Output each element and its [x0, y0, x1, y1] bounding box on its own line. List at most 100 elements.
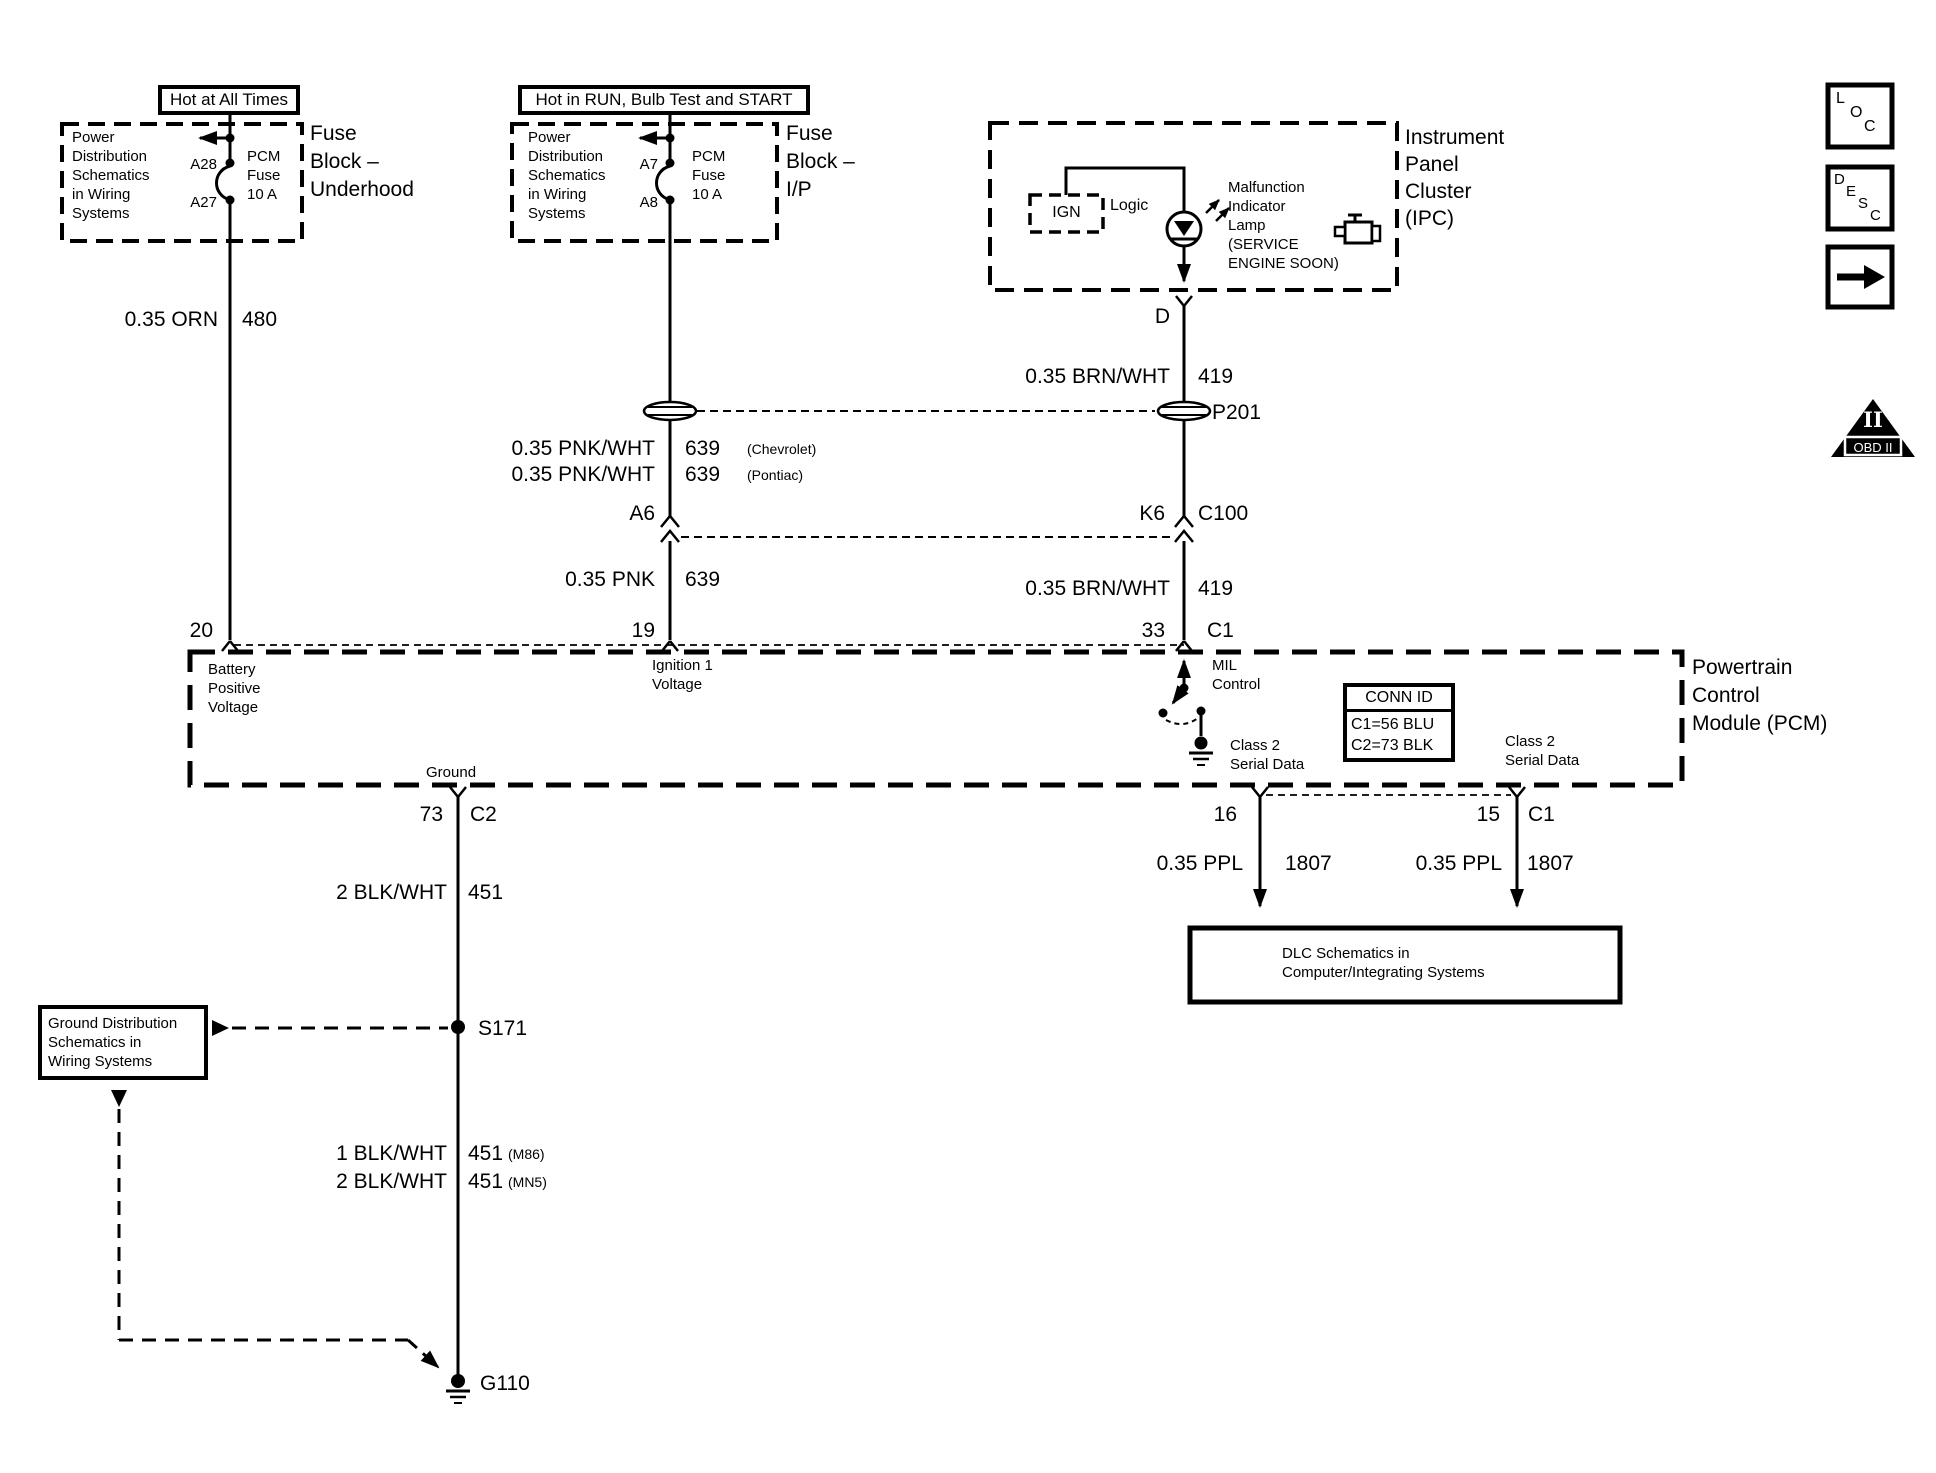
loc-letter: O — [1850, 104, 1863, 121]
pin-d-label: D — [1154, 305, 1170, 328]
ground-distribution-ref-box: Ground Distribution Schematics in Wiring… — [38, 1005, 208, 1080]
fuse-block-ip-box — [510, 122, 779, 243]
desc-letter: E — [1846, 183, 1857, 200]
internal-ground-icon — [1194, 736, 1208, 750]
pin73-connector — [449, 786, 467, 798]
wire-orn-480 — [215, 113, 232, 640]
banner-hot-at-all-times: Hot at All Times — [158, 85, 300, 115]
desc-icon — [1825, 164, 1895, 232]
pin73-conn-label: C2 — [470, 803, 497, 826]
d-pin-connector — [1175, 295, 1193, 307]
pin19-label: 19 — [631, 619, 655, 642]
wire-pnkwht-chev-circuit: 639 — [685, 437, 721, 460]
pin33-label: 33 — [1141, 619, 1165, 642]
wire-brnwht-upper-circuit: 419 — [1198, 365, 1234, 388]
ipc-box — [988, 121, 1399, 292]
pcm-fuse-ip-label: PCM Fuse 10 A — [692, 148, 726, 203]
wire-blkwht-mn5-variant: (MN5) — [508, 1174, 547, 1190]
corner-icons — [1825, 82, 1915, 457]
wire-brnwht-lower-color: 0.35 BRN/WHT — [1025, 577, 1170, 600]
mil-control-label: MIL Control — [1212, 657, 1261, 693]
pin33-connector — [1175, 640, 1193, 652]
light-ray-icon — [1215, 207, 1230, 222]
pin20-connector — [221, 640, 239, 652]
logic-label: Logic — [1110, 197, 1149, 214]
loc-icon — [1825, 82, 1895, 150]
pin-a27-label: A27 — [190, 194, 217, 211]
obd2-numeral: II — [1863, 407, 1883, 432]
wire-pnkwht-pont-color: 0.35 PNK/WHT — [511, 463, 655, 486]
pin15-conn-label: C1 — [1528, 803, 1555, 826]
loc-letter: C — [1864, 118, 1876, 135]
dlc-ref-label: DLC Schematics in Computer/Integrating S… — [1282, 945, 1485, 981]
fuse-block-underhood-title: Fuse Block – Underhood — [310, 122, 414, 201]
ground-ref-paths — [111, 1020, 448, 1369]
pin15-label: 15 — [1476, 803, 1500, 826]
pcm-ground-label: Ground — [426, 764, 477, 781]
wire-pnkwht-chev-color: 0.35 PNK/WHT — [511, 437, 655, 460]
pin-a7-label: A7 — [639, 156, 658, 173]
wire-ppl-right-circuit: 1807 — [1527, 852, 1574, 875]
s171-splice-dot — [451, 1020, 465, 1034]
ipc-title: Instrument Panel Cluster (IPC) — [1405, 126, 1505, 230]
wire-ppl-left-circuit: 1807 — [1285, 852, 1332, 875]
wire-pnk-circuit: 639 — [685, 568, 721, 591]
connector-dash-lines — [234, 410, 1511, 796]
wire-blkwht-mn5-circuit: 451 — [468, 1170, 504, 1193]
ip-ref-label: Power Distribution Schematics in Wiring … — [528, 129, 606, 222]
pcm-box — [187, 649, 1685, 788]
g110-ground-icon — [446, 1374, 470, 1404]
a6-connector — [660, 514, 680, 543]
obd2-label: OBD II — [1853, 440, 1893, 455]
pin73-label: 73 — [419, 803, 443, 826]
loc-letter: L — [1836, 90, 1845, 107]
light-ray-icon — [1205, 199, 1220, 214]
pin-a8-label: A8 — [639, 194, 658, 211]
pcm-title: Powertrain Control Module (PCM) — [1692, 656, 1828, 735]
wire-blkwht-m86-color: 1 BLK/WHT — [336, 1142, 447, 1165]
desc-letter: D — [1834, 171, 1845, 188]
conn-id-table: CONN ID C1=56 BLU C2=73 BLK — [1343, 683, 1455, 762]
conn-id-rows: C1=56 BLU C2=73 BLK — [1351, 716, 1435, 754]
ipc-logic-wire — [1064, 166, 1186, 212]
wire-blkwht-circuit: 451 — [468, 881, 504, 904]
conn-id-header: CONN ID — [1347, 687, 1451, 712]
wire-blkwht-m86-variant: (M86) — [508, 1146, 545, 1162]
pin20-label: 20 — [189, 619, 213, 642]
ignition1-voltage-label: Ignition 1 Voltage — [652, 657, 713, 693]
underhood-ref-label: Power Distribution Schematics in Wiring … — [72, 129, 150, 222]
pin19-connector — [661, 640, 679, 652]
class2-serial-right-label: Class 2 Serial Data — [1505, 733, 1580, 769]
ign-label: IGN — [1052, 204, 1081, 221]
ign-box — [1028, 193, 1105, 234]
wire-pnk-color: 0.35 PNK — [565, 568, 655, 591]
wire-ppl-right-color: 0.35 PPL — [1415, 852, 1502, 875]
wire-brnwht-upper-color: 0.35 BRN/WHT — [1025, 365, 1170, 388]
obd2-triangle-icon — [1831, 399, 1915, 457]
junction-dots — [225, 133, 675, 1034]
mil-lamp-icon — [1165, 199, 1230, 248]
banner-hot-in-run: Hot in RUN, Bulb Test and START — [518, 85, 810, 115]
wire-pnkwht-chev-variant: (Chevrolet) — [747, 441, 817, 457]
desc-letter: S — [1858, 195, 1869, 212]
battery-positive-voltage-label: Battery Positive Voltage — [208, 661, 261, 716]
wire-blkwht-color: 2 BLK/WHT — [336, 881, 447, 904]
s171-label: S171 — [478, 1017, 528, 1040]
engine-icon — [1333, 213, 1382, 245]
wire-ppl-left-color: 0.35 PPL — [1156, 852, 1243, 875]
wire-orn-circuit: 480 — [242, 308, 278, 331]
wire-brnwht-lower-circuit: 419 — [1198, 577, 1234, 600]
wire-blkwht-m86-circuit: 451 — [468, 1142, 504, 1165]
mil-control-driver — [1158, 659, 1213, 766]
desc-letter: C — [1870, 207, 1881, 224]
next-page-icon — [1825, 244, 1895, 310]
class2-serial-left-label: Class 2 Serial Data — [1230, 737, 1305, 773]
connector-symbols — [221, 295, 1526, 798]
pin16-connector — [1251, 786, 1269, 798]
p201-grommet-left — [642, 400, 698, 422]
wire-pnkwht-pont-variant: (Pontiac) — [747, 467, 804, 483]
p201-label: P201 — [1212, 401, 1262, 424]
fuse-block-underhood-box — [60, 122, 304, 243]
